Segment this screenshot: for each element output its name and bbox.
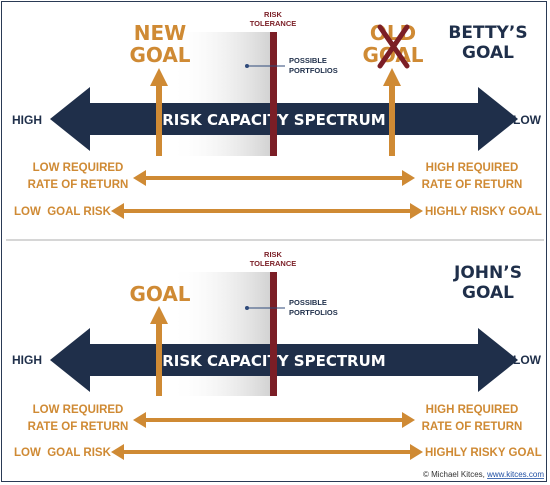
- risk-tolerance-label-line1: RISK: [264, 10, 283, 19]
- panel-john: RISK CAPACITY SPECTRUM HIGH LOW RISK TOL…: [12, 250, 542, 460]
- high-required-line1: HIGH REQUIRED: [426, 404, 519, 416]
- high-label: HIGH: [12, 353, 42, 367]
- credit-line: © Michael Kitces, www.kitces.com: [423, 470, 544, 479]
- high-required-line1: HIGH REQUIRED: [426, 162, 519, 174]
- low-required-line2: RATE OF RETURN: [28, 179, 129, 191]
- spectrum-arrow: [50, 87, 518, 151]
- high-required-line2: RATE OF RETURN: [422, 421, 523, 433]
- high-label: HIGH: [12, 113, 42, 127]
- credit-link[interactable]: www.kitces.com: [486, 470, 544, 479]
- owner-title-line2: GOAL: [462, 43, 514, 63]
- low-required-line2: RATE OF RETURN: [28, 421, 129, 433]
- risk-tolerance-label-line2: TOLERANCE: [250, 19, 297, 28]
- low-label: LOW: [513, 113, 542, 127]
- low-required-line1: LOW REQUIRED: [33, 404, 124, 416]
- goal-label: GOAL: [129, 282, 190, 306]
- highly-risky-goal-label: HIGHLY RISKY GOAL: [425, 447, 542, 459]
- new-goal-label-line2: GOAL: [129, 43, 190, 67]
- possible-portfolios-line2: PORTFOLIOS: [289, 308, 338, 317]
- risk-tolerance-label-line1: RISK: [264, 250, 283, 259]
- owner-title-line1: JOHN’S: [453, 263, 522, 283]
- old-goal-arrow: [383, 68, 401, 156]
- high-required-line2: RATE OF RETURN: [422, 179, 523, 191]
- possible-portfolios-line2: PORTFOLIOS: [289, 66, 338, 75]
- goal-risk-double-arrow: [111, 203, 423, 219]
- risk-tolerance-label-line2: TOLERANCE: [250, 259, 297, 268]
- highly-risky-goal-label: HIGHLY RISKY GOAL: [425, 206, 542, 218]
- credit-author: © Michael Kitces,: [423, 470, 487, 479]
- spectrum-arrow: [50, 328, 518, 392]
- possible-portfolios-dot: [245, 306, 249, 310]
- risk-tolerance-bar: [270, 272, 277, 396]
- low-label: LOW: [513, 353, 542, 367]
- goal-risk-double-arrow: [111, 444, 423, 460]
- new-goal-arrow: [150, 68, 168, 156]
- low-required-line1: LOW REQUIRED: [33, 162, 124, 174]
- owner-title-line2: GOAL: [462, 283, 514, 303]
- possible-portfolios-dot: [245, 64, 249, 68]
- return-double-arrow: [133, 412, 415, 428]
- possible-portfolios-line1: POSSIBLE: [289, 56, 327, 65]
- possible-portfolios-line1: POSSIBLE: [289, 298, 327, 307]
- panel-betty: RISK CAPACITY SPECTRUM HIGH LOW RISK TOL…: [12, 10, 542, 219]
- low-goal-risk-label: LOW GOAL RISK: [14, 206, 112, 218]
- new-goal-label-line1: NEW: [134, 21, 186, 45]
- goal-arrow: [150, 306, 168, 396]
- low-goal-risk-label: LOW GOAL RISK: [14, 447, 112, 459]
- possible-portfolios-region: [170, 32, 274, 156]
- owner-title-line1: BETTY’S: [448, 23, 527, 43]
- cross-out-x-icon: [377, 24, 410, 69]
- risk-tolerance-bar: [270, 32, 277, 156]
- return-double-arrow: [133, 170, 415, 186]
